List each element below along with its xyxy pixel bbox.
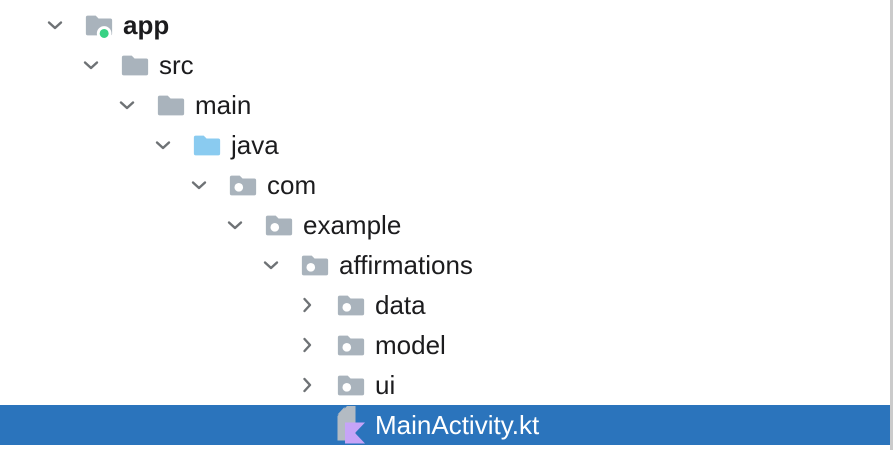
tree-item-example[interactable]: example xyxy=(0,205,890,245)
chevron-down-icon[interactable] xyxy=(118,96,136,114)
package-icon xyxy=(336,290,366,320)
kotlin-file-icon xyxy=(336,405,366,445)
tree-item-mainactivity-kt[interactable]: MainActivity.kt xyxy=(0,405,890,445)
chevron-right-icon[interactable] xyxy=(298,336,316,354)
tree-item-label: model xyxy=(375,330,446,360)
source-folder-icon xyxy=(192,130,222,160)
tree-item-label: com xyxy=(267,170,317,200)
chevron-down-icon[interactable] xyxy=(154,136,172,154)
tree-item-label: app xyxy=(123,10,170,40)
tree-item-ui[interactable]: ui xyxy=(0,365,890,405)
chevron-down-icon[interactable] xyxy=(190,176,208,194)
tree-item-label: data xyxy=(375,290,426,320)
folder-icon xyxy=(156,90,186,120)
tree-item-label: main xyxy=(195,90,252,120)
tree-item-app[interactable]: app xyxy=(0,5,890,45)
tree-item-label: example xyxy=(303,210,402,240)
chevron-down-icon[interactable] xyxy=(46,16,64,34)
tree-item-model[interactable]: model xyxy=(0,325,890,365)
package-icon xyxy=(336,370,366,400)
tree-item-src[interactable]: src xyxy=(0,45,890,85)
tree-item-label: affirmations xyxy=(339,250,473,280)
tree-item-java[interactable]: java xyxy=(0,125,890,165)
package-icon xyxy=(300,250,330,280)
chevron-spacer xyxy=(298,416,316,434)
module-folder-icon xyxy=(84,10,114,41)
chevron-right-icon[interactable] xyxy=(298,376,316,394)
package-icon xyxy=(264,210,294,240)
chevron-down-icon[interactable] xyxy=(262,256,280,274)
chevron-right-icon[interactable] xyxy=(298,296,316,314)
tree-item-label: MainActivity.kt xyxy=(375,410,540,440)
folder-icon xyxy=(120,50,150,80)
tree-item-affirmations[interactable]: affirmations xyxy=(0,245,890,285)
chevron-down-icon[interactable] xyxy=(82,56,100,74)
tree-item-com[interactable]: com xyxy=(0,165,890,205)
tree-item-main[interactable]: main xyxy=(0,85,890,125)
package-icon xyxy=(228,170,258,200)
tree-item-label: java xyxy=(231,130,279,160)
tree-item-data[interactable]: data xyxy=(0,285,890,325)
package-icon xyxy=(336,330,366,360)
chevron-down-icon[interactable] xyxy=(226,216,244,234)
tree-item-label: src xyxy=(159,50,194,80)
tree-item-label: ui xyxy=(375,370,396,400)
